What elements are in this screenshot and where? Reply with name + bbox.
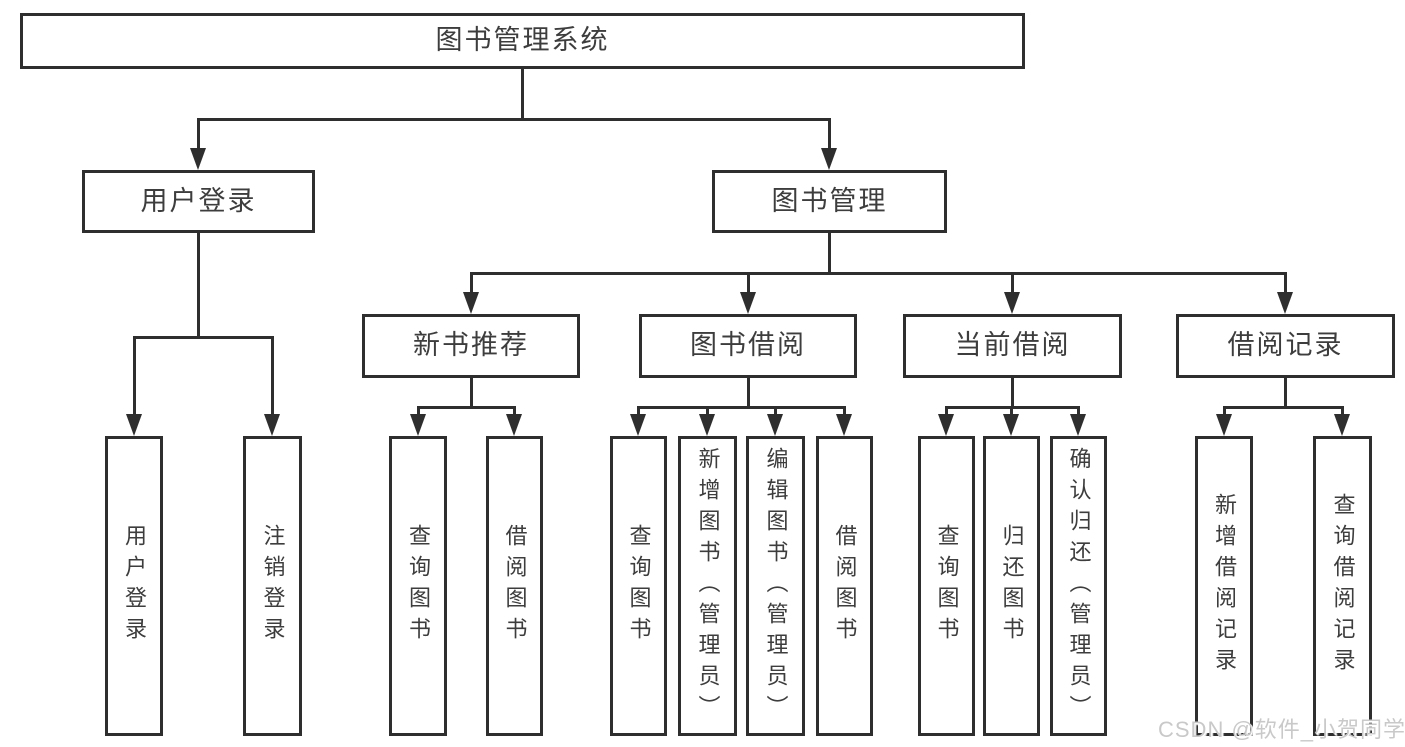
connector-book-mgmt-bar (470, 272, 1287, 275)
connector-root-bar (197, 118, 831, 121)
leaf-bb-query-books: 查询图书 (610, 436, 667, 736)
connector-drop-rec-query (417, 406, 420, 416)
leaf-bb-borrow-books: 借阅图书 (816, 436, 873, 736)
connector-drop-new-book-rec (470, 272, 473, 294)
connector-drop-current-borrow (1011, 272, 1014, 294)
arrow-down-icon (1216, 414, 1232, 436)
connector-new-book-rec-stem (470, 378, 473, 409)
connector-user-login-stem (197, 233, 200, 339)
connector-drop-login (133, 336, 136, 416)
connector-drop-bb-borrow (843, 406, 846, 416)
node-root: 图书管理系统 (20, 13, 1025, 69)
leaf-br-query-record: 查询借阅记录 (1313, 436, 1372, 736)
connector-drop-bb-add (706, 406, 709, 416)
connector-drop-borrow-records (1284, 272, 1287, 294)
node-user-login: 用户登录 (82, 170, 315, 233)
node-book-mgmt: 图书管理 (712, 170, 947, 233)
connector-root-stem (521, 69, 524, 121)
connector-drop-cb-return (1010, 406, 1013, 416)
arrow-down-icon (1004, 292, 1020, 314)
arrow-down-icon (740, 292, 756, 314)
arrow-down-icon (126, 414, 142, 436)
connector-current-borrow-stem (1011, 378, 1014, 409)
leaf-logout: 注销登录 (243, 436, 302, 736)
arrow-down-icon (463, 292, 479, 314)
leaf-br-add-record: 新增借阅记录 (1195, 436, 1253, 736)
arrow-down-icon (630, 414, 646, 436)
leaf-cb-query-books: 查询图书 (918, 436, 975, 736)
leaf-bb-edit-books: 编辑图书（管理员） (746, 436, 805, 736)
arrow-down-icon (1070, 414, 1086, 436)
connector-drop-book-borrow (747, 272, 750, 294)
connector-book-mgmt-stem (828, 233, 831, 275)
arrow-down-icon (410, 414, 426, 436)
connector-drop-bb-edit (774, 406, 777, 416)
arrow-down-icon (1334, 414, 1350, 436)
arrow-down-icon (506, 414, 522, 436)
connector-borrow-records-stem (1284, 378, 1287, 409)
connector-drop-br-query (1341, 406, 1344, 416)
watermark: CSDN @软件_小贺同学 (1158, 717, 1405, 742)
node-book-borrow: 图书借阅 (639, 314, 857, 378)
connector-new-book-rec-bar (417, 406, 516, 409)
node-borrow-records: 借阅记录 (1176, 314, 1395, 378)
connector-borrow-records-bar (1223, 406, 1344, 409)
connector-drop-br-add (1223, 406, 1226, 416)
leaf-cb-return-books: 归还图书 (983, 436, 1040, 736)
connector-drop-logout (271, 336, 274, 416)
node-current-borrow: 当前借阅 (903, 314, 1122, 378)
connector-drop-user-login (197, 118, 200, 150)
connector-drop-rec-borrow (513, 406, 516, 416)
arrow-down-icon (190, 148, 206, 170)
connector-drop-book-mgmt (828, 118, 831, 150)
leaf-bb-add-books: 新增图书（管理员） (678, 436, 737, 736)
connector-drop-cb-query (945, 406, 948, 416)
leaf-rec-query-books: 查询图书 (389, 436, 447, 736)
leaf-rec-borrow-books: 借阅图书 (486, 436, 543, 736)
leaf-login: 用户登录 (105, 436, 163, 736)
arrow-down-icon (264, 414, 280, 436)
arrow-down-icon (836, 414, 852, 436)
arrow-down-icon (1003, 414, 1019, 436)
connector-book-borrow-bar (637, 406, 846, 409)
arrow-down-icon (1277, 292, 1293, 314)
arrow-down-icon (821, 148, 837, 170)
connector-user-login-bar (133, 336, 274, 339)
connector-drop-bb-query (637, 406, 640, 416)
arrow-down-icon (767, 414, 783, 436)
arrow-down-icon (699, 414, 715, 436)
leaf-cb-confirm-return: 确认归还（管理员） (1050, 436, 1107, 736)
node-new-book-rec: 新书推荐 (362, 314, 580, 378)
connector-book-borrow-stem (747, 378, 750, 409)
connector-drop-cb-confirm (1077, 406, 1080, 416)
arrow-down-icon (938, 414, 954, 436)
